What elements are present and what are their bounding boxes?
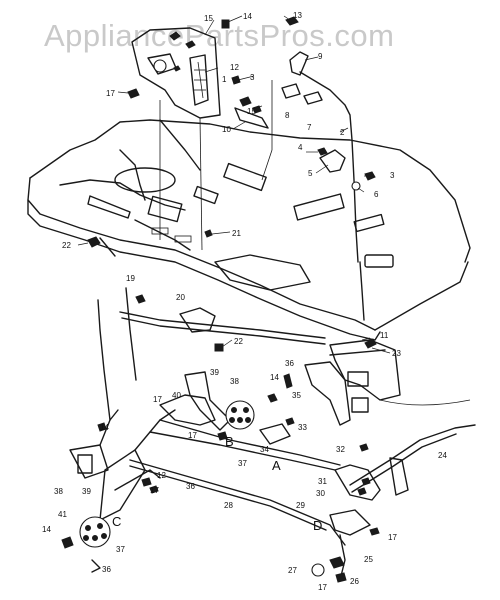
callout-17f: 17 xyxy=(318,583,327,592)
lift-rod xyxy=(129,424,476,583)
fender-body xyxy=(27,119,471,341)
callout-14d: 14 xyxy=(42,525,51,534)
callout-22: 22 xyxy=(62,241,71,250)
callout-24: 24 xyxy=(438,451,447,460)
callout-38: 38 xyxy=(230,377,239,386)
callout-31: 31 xyxy=(318,477,327,486)
lift-mechanism-b xyxy=(149,371,341,471)
callout-25: 25 xyxy=(364,555,373,564)
callout-20: 20 xyxy=(176,293,185,302)
marker-d: D xyxy=(313,518,322,533)
callout-28: 28 xyxy=(224,501,233,510)
callout-39: 39 xyxy=(210,368,219,377)
marker-a: A xyxy=(272,458,281,473)
callout-6: 6 xyxy=(374,190,379,199)
callout-21: 21 xyxy=(232,229,241,238)
callout-29: 29 xyxy=(296,501,305,510)
callout-5: 5 xyxy=(308,169,313,178)
frame-rods xyxy=(97,261,365,421)
callout-33: 33 xyxy=(298,423,307,432)
callout-labels: 15 14 13 9 12 1 3 17 15 8 7 10 2 4 5 3 6… xyxy=(42,11,447,592)
right-bracket xyxy=(304,338,471,426)
callout-36b: 36 xyxy=(186,482,195,491)
callout-22b: 22 xyxy=(234,337,243,346)
callout-17b: 17 xyxy=(153,395,162,404)
callout-7: 7 xyxy=(307,123,312,132)
marker-b: B xyxy=(225,434,234,449)
callout-41: 41 xyxy=(58,510,67,519)
callout-38b: 38 xyxy=(54,487,63,496)
callout-15: 15 xyxy=(204,14,213,23)
callout-11: 11 xyxy=(380,331,389,340)
callout-17e: 17 xyxy=(388,533,397,542)
callout-17: 17 xyxy=(106,89,115,98)
callout-8: 8 xyxy=(285,111,290,120)
callout-3: 3 xyxy=(250,73,255,82)
callout-14: 14 xyxy=(243,12,252,21)
callout-2: 2 xyxy=(340,128,345,137)
callout-17d: 17 xyxy=(150,486,159,495)
callout-37b: 37 xyxy=(116,545,125,554)
leader-lines xyxy=(77,15,391,354)
callout-35: 35 xyxy=(292,391,301,400)
callout-14b: 14 xyxy=(270,373,279,382)
callout-17c: 17 xyxy=(188,431,197,440)
callout-26: 26 xyxy=(350,577,359,586)
callout-23: 23 xyxy=(392,349,401,358)
callout-30: 30 xyxy=(316,489,325,498)
callout-15b: 15 xyxy=(247,107,256,116)
section-markers: A B C D xyxy=(112,434,322,533)
callout-13: 13 xyxy=(293,11,302,20)
callout-36c: 36 xyxy=(102,565,111,574)
callout-12b: 12 xyxy=(157,471,166,480)
callout-37: 37 xyxy=(238,459,247,468)
marker-c: C xyxy=(112,514,121,529)
callout-3b: 3 xyxy=(390,171,395,180)
callout-4: 4 xyxy=(298,143,303,152)
callout-9: 9 xyxy=(318,52,323,61)
callout-39b: 39 xyxy=(82,487,91,496)
callout-40: 40 xyxy=(172,391,181,400)
callout-27: 27 xyxy=(288,566,297,575)
lift-mechanism-c xyxy=(61,409,176,573)
callout-36: 36 xyxy=(285,359,294,368)
callout-32: 32 xyxy=(336,445,345,454)
callout-1: 1 xyxy=(222,75,227,84)
callout-19: 19 xyxy=(126,274,135,283)
callout-14c: 14 xyxy=(100,423,109,432)
control-panel-bracket xyxy=(131,27,221,119)
callout-12: 12 xyxy=(230,63,239,72)
callout-34: 34 xyxy=(260,445,269,454)
callout-10: 10 xyxy=(222,125,231,134)
watermark-text: AppliancePartsPros.com xyxy=(44,18,395,53)
